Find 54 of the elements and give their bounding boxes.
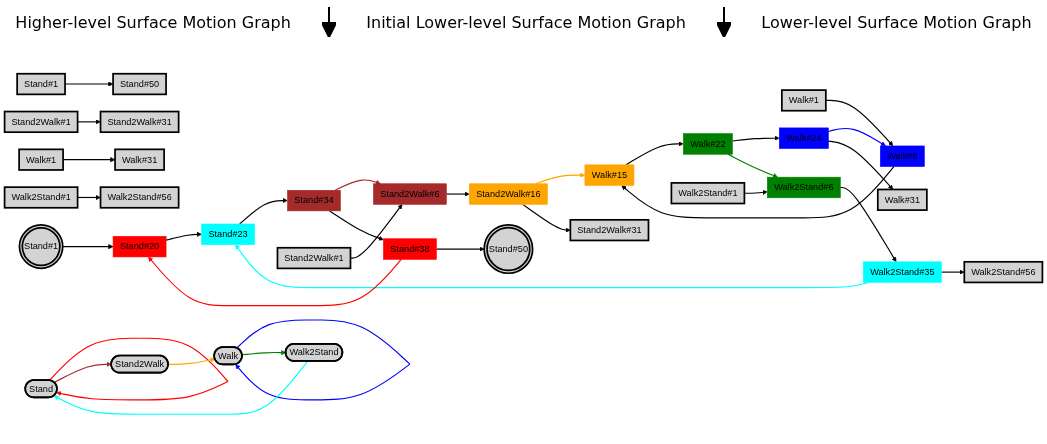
- arrow: [621, 166, 895, 219]
- node-box: Stand2Walk#6: [373, 183, 447, 205]
- node-box: Walk2Stand#35: [862, 261, 942, 283]
- graph-caption: Higher-level Surface Motion Graph: [15, 12, 291, 32]
- arrow: [827, 127, 886, 147]
- node-box: Walk#8: [880, 145, 925, 167]
- node-box: Walk#22: [683, 133, 733, 155]
- arrow: [165, 231, 202, 241]
- node-box: Walk#15: [584, 164, 635, 186]
- arrow: [77, 194, 101, 200]
- arrow: [53, 360, 309, 415]
- graph-caption: Lower-level Surface Motion Graph: [761, 12, 1032, 32]
- node-box: Stand#50: [112, 72, 167, 96]
- arrow: [239, 198, 288, 225]
- arrow: [445, 191, 470, 197]
- node-box: Walk2Stand#1: [3, 186, 79, 209]
- node-box: Walk#24: [779, 127, 829, 149]
- arrow: [329, 210, 384, 241]
- arrow: [62, 244, 114, 250]
- arrow: [167, 357, 216, 365]
- graph-caption: Initial Lower-level Surface Motion Graph: [366, 12, 686, 32]
- node-box: Walk2Stand#6: [767, 176, 841, 199]
- node-box: Walk#1: [18, 148, 64, 171]
- arrow: [334, 179, 381, 191]
- arrow: [731, 135, 780, 142]
- arrow: [48, 337, 229, 401]
- node-box: Stand#1: [16, 72, 66, 96]
- node-box: Stand2Walk#16: [469, 183, 548, 205]
- node-box: Walk2Stand#56: [963, 260, 1044, 284]
- arrow: [435, 246, 485, 252]
- arrow: [77, 119, 101, 125]
- node-box: Stand#23: [201, 223, 255, 245]
- node-box: Stand#34: [287, 190, 341, 212]
- arrow: [827, 140, 894, 190]
- node-box: Stand#38: [383, 238, 437, 260]
- node-box: Stand#20: [112, 236, 167, 258]
- node-box: Stand2Walk#1: [3, 110, 79, 134]
- arrow: [53, 361, 112, 383]
- node-box: Stand2Walk#31: [569, 219, 650, 242]
- arrow: [148, 256, 402, 307]
- node-box: Walk#31: [114, 148, 165, 171]
- node-box: Walk2Stand#1: [670, 182, 746, 205]
- node-box: Stand2Walk#1: [276, 246, 352, 270]
- arrow: [727, 153, 778, 178]
- arrow: [839, 186, 897, 263]
- arrow: [940, 269, 965, 275]
- node-box: Stand2Walk#31: [99, 110, 180, 134]
- arrow: [825, 99, 894, 147]
- arrow: [625, 141, 684, 166]
- node-box: Walk2Stand#56: [99, 186, 180, 209]
- arrow: [235, 319, 411, 401]
- node-box: Walk#1: [781, 89, 827, 112]
- node-box: Walk#31: [876, 188, 928, 211]
- arrow: [522, 203, 571, 233]
